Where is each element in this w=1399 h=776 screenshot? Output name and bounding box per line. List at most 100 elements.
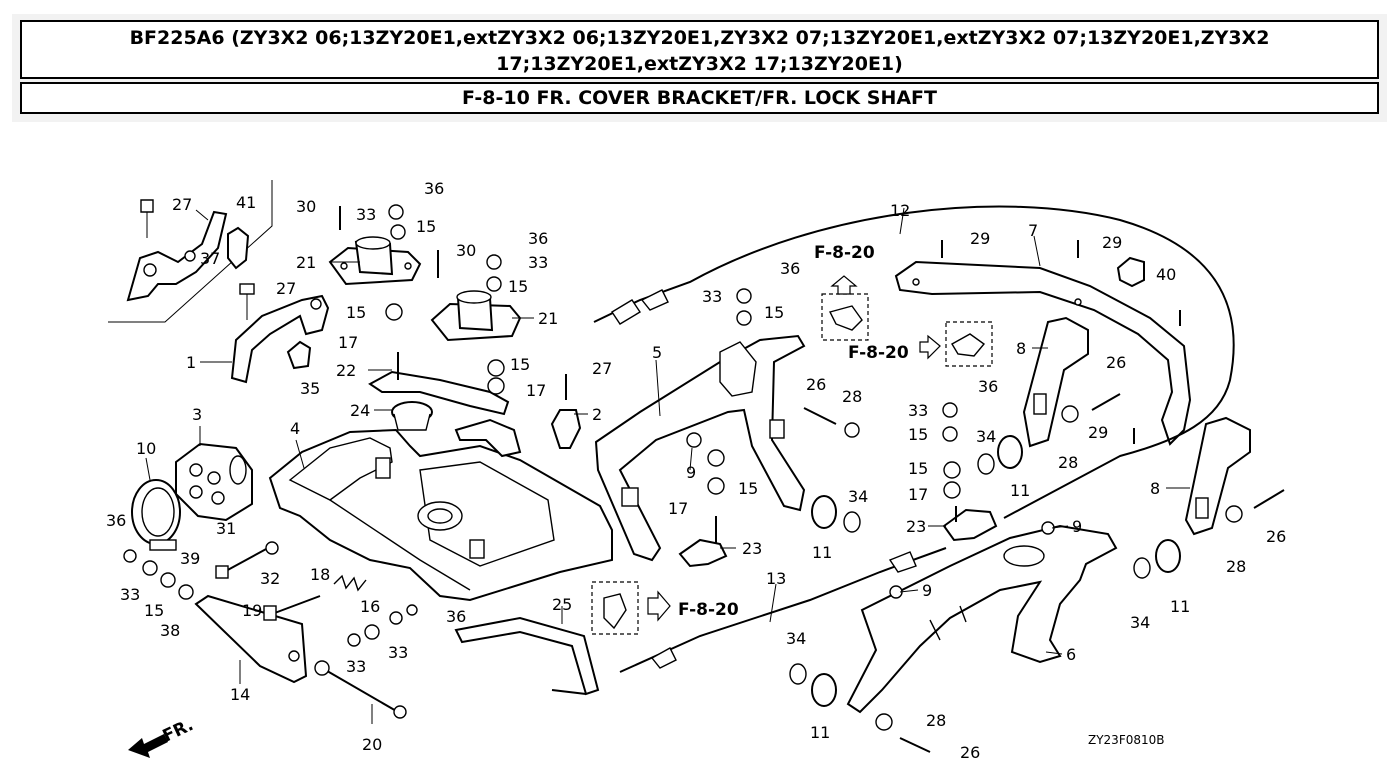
front-arrow: FR. [128, 715, 197, 758]
callout-23b[interactable]: 23 [906, 517, 926, 536]
callout-37[interactable]: 37 [200, 249, 220, 268]
callout-15f[interactable]: 15 [738, 479, 758, 498]
callout-8b[interactable]: 8 [1150, 479, 1160, 498]
callout-33d[interactable]: 33 [908, 401, 928, 420]
callout-15a[interactable]: 15 [416, 217, 436, 236]
callout-29a[interactable]: 29 [970, 229, 990, 248]
callout-9b[interactable]: 9 [1072, 517, 1082, 536]
callout-39[interactable]: 39 [180, 549, 200, 568]
callout-23a[interactable]: 23 [742, 539, 762, 558]
callout-33a[interactable]: 33 [356, 205, 376, 224]
callout-21a[interactable]: 21 [296, 253, 316, 272]
part-1-bracket [230, 283, 330, 384]
callout-8a[interactable]: 8 [1016, 339, 1026, 358]
callout-11c[interactable]: 11 [1170, 597, 1190, 616]
callout-33c[interactable]: 33 [702, 287, 722, 306]
callout-18[interactable]: 18 [310, 565, 330, 584]
callout-33e[interactable]: 33 [120, 585, 140, 604]
callout-11b[interactable]: 11 [812, 543, 832, 562]
callout-15i[interactable]: 15 [144, 601, 164, 620]
callout-3[interactable]: 3 [192, 405, 202, 424]
callout-19[interactable]: 19 [242, 601, 262, 620]
part-5-arm [594, 334, 806, 562]
cross-ref-label-2[interactable]: F-8-20 [848, 343, 909, 363]
callout-15d[interactable]: 15 [510, 355, 530, 374]
callout-26d[interactable]: 26 [960, 743, 980, 762]
callout-15b[interactable]: 15 [346, 303, 366, 322]
callout-11a[interactable]: 11 [1010, 481, 1030, 500]
callout-14[interactable]: 14 [230, 685, 250, 704]
callout-33g[interactable]: 33 [388, 643, 408, 662]
callout-34a[interactable]: 34 [976, 427, 996, 446]
callout-25[interactable]: 25 [552, 595, 572, 614]
callout-41[interactable]: 41 [236, 193, 256, 212]
callout-1[interactable]: 1 [186, 353, 196, 372]
callout-34c[interactable]: 34 [1130, 613, 1150, 632]
part-24-grommet [391, 401, 433, 431]
callout-29c[interactable]: 29 [1088, 423, 1108, 442]
callout-10[interactable]: 10 [136, 439, 156, 458]
callout-5[interactable]: 5 [652, 343, 662, 362]
callout-9a[interactable]: 9 [686, 463, 696, 482]
callout-15h[interactable]: 15 [908, 459, 928, 478]
callout-11d[interactable]: 11 [810, 723, 830, 742]
callout-35[interactable]: 35 [300, 379, 320, 398]
callout-28a[interactable]: 28 [842, 387, 862, 406]
part-22-lock-shaft [368, 352, 522, 458]
callout-20[interactable]: 20 [362, 735, 382, 754]
callout-26b[interactable]: 26 [1106, 353, 1126, 372]
callout-26c[interactable]: 26 [1266, 527, 1286, 546]
callout-15e[interactable]: 15 [764, 303, 784, 322]
callout-36d[interactable]: 36 [978, 377, 998, 396]
callout-7[interactable]: 7 [1028, 221, 1038, 240]
callout-33b[interactable]: 33 [528, 253, 548, 272]
callout-32[interactable]: 32 [260, 569, 280, 588]
callout-30b[interactable]: 30 [456, 241, 476, 260]
callout-36a[interactable]: 36 [424, 179, 444, 198]
callout-34b[interactable]: 34 [848, 487, 868, 506]
callout-15g[interactable]: 15 [908, 425, 928, 444]
callout-28c[interactable]: 28 [1226, 557, 1246, 576]
callout-17d[interactable]: 17 [908, 485, 928, 504]
model-heading: BF225A6 (ZY3X2 06;13ZY20E1,extZY3X2 06;1… [20, 20, 1379, 79]
part-2-clip [550, 409, 582, 449]
cross-ref-label-3[interactable]: F-8-20 [678, 600, 739, 620]
callout-17b[interactable]: 17 [526, 381, 546, 400]
callout-27c[interactable]: 27 [592, 359, 612, 378]
callout-33f[interactable]: 33 [346, 657, 366, 676]
callout-4[interactable]: 4 [290, 419, 300, 438]
part-10-hose-clamp [131, 479, 181, 551]
callout-16[interactable]: 16 [360, 597, 380, 616]
callout-17c[interactable]: 17 [668, 499, 688, 518]
callout-12[interactable]: 12 [890, 201, 910, 220]
part-23-cam-left [678, 516, 728, 568]
callout-24[interactable]: 24 [350, 401, 370, 420]
callout-40[interactable]: 40 [1156, 265, 1176, 284]
part-13-cable [619, 547, 947, 673]
callout-27b[interactable]: 27 [276, 279, 296, 298]
callout-9c[interactable]: 9 [922, 581, 932, 600]
callout-34d[interactable]: 34 [786, 629, 806, 648]
callout-29b[interactable]: 29 [1102, 233, 1122, 252]
callout-26a[interactable]: 26 [806, 375, 826, 394]
callout-36e[interactable]: 36 [106, 511, 126, 530]
callout-36c[interactable]: 36 [780, 259, 800, 278]
callout-28b[interactable]: 28 [1058, 453, 1078, 472]
callout-13[interactable]: 13 [766, 569, 786, 588]
callout-15c[interactable]: 15 [508, 277, 528, 296]
callout-31[interactable]: 31 [216, 519, 236, 538]
callout-36b[interactable]: 36 [528, 229, 548, 248]
callout-36f[interactable]: 36 [446, 607, 466, 626]
callout-21b[interactable]: 21 [538, 309, 558, 328]
cross-ref-label-1[interactable]: F-8-20 [814, 243, 875, 263]
callout-27a[interactable]: 27 [172, 195, 192, 214]
callout-30a[interactable]: 30 [296, 197, 316, 216]
callout-38[interactable]: 38 [160, 621, 180, 640]
leader-lines [145, 207, 1190, 724]
callout-2[interactable]: 2 [592, 405, 602, 424]
callout-6[interactable]: 6 [1066, 645, 1076, 664]
part-21-lock-holder-left [328, 236, 422, 286]
callout-17a[interactable]: 17 [338, 333, 358, 352]
callout-28d[interactable]: 28 [926, 711, 946, 730]
callout-22[interactable]: 22 [336, 361, 356, 380]
